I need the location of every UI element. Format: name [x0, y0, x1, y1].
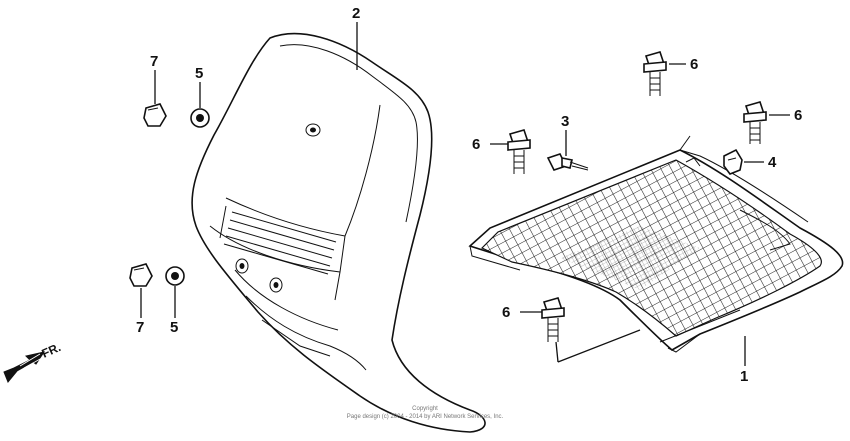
floor-mat	[468, 135, 844, 353]
callout-1: 1	[740, 368, 748, 385]
callout-7-bottom: 7	[136, 319, 144, 336]
clip-nut	[723, 148, 743, 175]
front-direction-arrow: FR.	[3, 340, 63, 383]
copyright-line-2: Page design (c) 2004 - 2014 by ARI Netwo…	[347, 414, 504, 420]
bolt-left	[507, 129, 531, 174]
callout-3: 3	[561, 113, 569, 130]
callout-7-top: 7	[150, 53, 158, 70]
leader-lines	[140, 22, 790, 366]
callout-6-bottom: 6	[502, 304, 510, 321]
callout-2: 2	[352, 5, 360, 22]
callout-4: 4	[768, 154, 777, 171]
copyright-line-1: Copyright	[412, 406, 438, 412]
bolt-right	[743, 101, 767, 144]
bolt-top-center	[643, 51, 667, 96]
bolt-bottom	[541, 297, 565, 342]
screw	[546, 153, 589, 171]
front-direction-label: FR.	[40, 340, 63, 361]
washer-bottom	[165, 266, 185, 286]
leg-shield	[191, 32, 486, 433]
cap-nut-bottom	[129, 263, 153, 287]
cap-nut-top	[143, 103, 167, 127]
callout-5-top: 5	[195, 65, 203, 82]
louvre-panel	[223, 211, 337, 275]
callout-6-top-center: 6	[690, 56, 698, 73]
callout-6-left: 6	[472, 136, 480, 153]
washer-top	[190, 108, 210, 128]
callout-5-bottom: 5	[170, 319, 178, 336]
callout-6-right: 6	[794, 107, 802, 124]
